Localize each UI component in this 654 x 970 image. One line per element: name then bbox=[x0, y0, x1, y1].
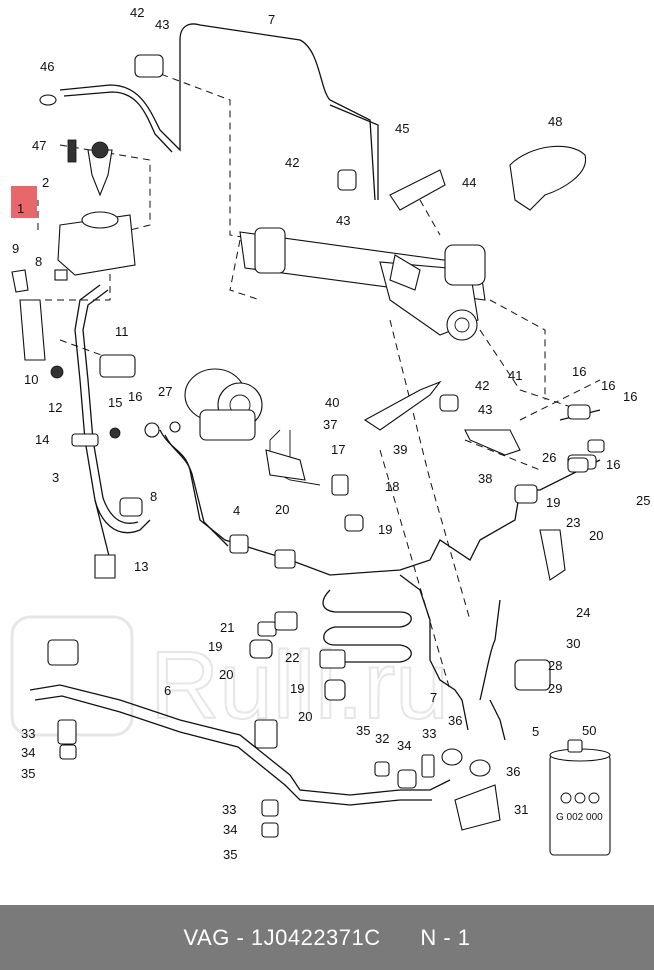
hoses-and-pipes bbox=[29, 23, 601, 806]
callout-label: 26 bbox=[542, 450, 556, 465]
dashed-leaders bbox=[37, 69, 601, 691]
callout-label: 15 bbox=[108, 395, 122, 410]
callout-label: 3 bbox=[52, 470, 59, 485]
callout-label: 46 bbox=[40, 59, 54, 74]
callout-label: 33 bbox=[21, 726, 35, 741]
callout-label: 9 bbox=[12, 241, 19, 256]
callout-label: 35 bbox=[21, 766, 35, 781]
callout-label: 7 bbox=[268, 12, 275, 27]
callout-label: 43 bbox=[155, 17, 169, 32]
callout-label: 38 bbox=[478, 471, 492, 486]
callout-label: 19 bbox=[546, 495, 560, 510]
callout-label: 22 bbox=[285, 650, 299, 665]
steering-pump bbox=[71, 368, 263, 447]
callout-label: 48 bbox=[548, 114, 562, 129]
callout-label: 36 bbox=[448, 713, 462, 728]
callout-label: 34 bbox=[223, 822, 237, 837]
callout-label: 36 bbox=[506, 764, 520, 779]
callout-label: 19 bbox=[378, 522, 392, 537]
callout-label: 16 bbox=[128, 389, 142, 404]
callout-label: 42 bbox=[130, 5, 144, 20]
callout-label: 43 bbox=[478, 402, 492, 417]
callout-label: 20 bbox=[219, 667, 233, 682]
callout-label: 35 bbox=[223, 847, 237, 862]
callout-label: 42 bbox=[475, 378, 489, 393]
callout-label: 21 bbox=[220, 620, 234, 635]
callout-label: 47 bbox=[32, 138, 46, 153]
callout-label: 8 bbox=[35, 254, 42, 269]
callout-label: 2 bbox=[42, 175, 49, 190]
callout-label: 20 bbox=[589, 528, 603, 543]
callout-label: 20 bbox=[298, 709, 312, 724]
callout-label: 14 bbox=[35, 432, 49, 447]
callout-label: 42 bbox=[285, 155, 299, 170]
callout-label: 31 bbox=[514, 802, 528, 817]
callout-label: 45 bbox=[395, 121, 409, 136]
callout-label: 11 bbox=[115, 324, 129, 339]
callout-label: 19 bbox=[290, 681, 304, 696]
callout-label: 30 bbox=[566, 636, 580, 651]
watermark-text: Rulli.ru bbox=[150, 632, 449, 739]
callout-label: 43 bbox=[336, 213, 350, 228]
callout-label: 37 bbox=[323, 417, 337, 432]
callout-label: 33 bbox=[222, 802, 236, 817]
callout-label: 13 bbox=[134, 559, 148, 574]
can-label: G 002 000 bbox=[556, 812, 603, 823]
callout-label: 16 bbox=[606, 457, 620, 472]
callout-label: 6 bbox=[164, 683, 171, 698]
callout-label: 16 bbox=[623, 389, 637, 404]
watermark: Rulli.ru bbox=[10, 615, 450, 740]
callout-label: 18 bbox=[385, 479, 399, 494]
callout-label: 16 bbox=[601, 378, 615, 393]
callout-label: 8 bbox=[150, 489, 157, 504]
callout-label: 29 bbox=[548, 681, 562, 696]
callout-label: 5 bbox=[532, 724, 539, 739]
callout-label: 25 bbox=[636, 493, 650, 508]
callout-label: 1 bbox=[17, 201, 24, 216]
callout-label: 16 bbox=[572, 364, 586, 379]
callout-label: 40 bbox=[325, 395, 339, 410]
callout-label: 27 bbox=[158, 384, 172, 399]
callout-label: 34 bbox=[397, 738, 411, 753]
callout-label: 41 bbox=[508, 368, 522, 383]
fluid-can: G 002 000 bbox=[549, 739, 611, 856]
callout-label: 35 bbox=[356, 723, 370, 738]
callout-label: 10 bbox=[24, 372, 38, 387]
callout-label: 34 bbox=[21, 745, 35, 760]
callout-label: 7 bbox=[430, 690, 437, 705]
callout-label: 50 bbox=[582, 723, 596, 738]
callout-label: 17 bbox=[331, 442, 345, 457]
callout-label: 12 bbox=[48, 400, 62, 415]
steering-rack bbox=[239, 227, 486, 341]
power-steering-exploded-diagram: Rulli.ru bbox=[10, 5, 650, 862]
callout-label: 20 bbox=[275, 502, 289, 517]
callout-label: 28 bbox=[548, 658, 562, 673]
highlight-marker bbox=[11, 186, 37, 218]
part-number-text: VAG - 1J0422371C N - 1 bbox=[183, 924, 471, 950]
callout-label: 4 bbox=[233, 503, 240, 518]
reservoir-assembly bbox=[11, 139, 136, 379]
callout-label: 24 bbox=[576, 605, 590, 620]
callout-label: 39 bbox=[393, 442, 407, 457]
brackets-and-clips bbox=[39, 54, 605, 838]
footer-bar: VAG - 1J0422371C N - 1 bbox=[0, 905, 654, 970]
callout-label: 23 bbox=[566, 515, 580, 530]
callout-label: 32 bbox=[375, 731, 389, 746]
callout-label: 44 bbox=[462, 175, 476, 190]
callout-label: 19 bbox=[208, 639, 222, 654]
callout-label: 33 bbox=[422, 726, 436, 741]
